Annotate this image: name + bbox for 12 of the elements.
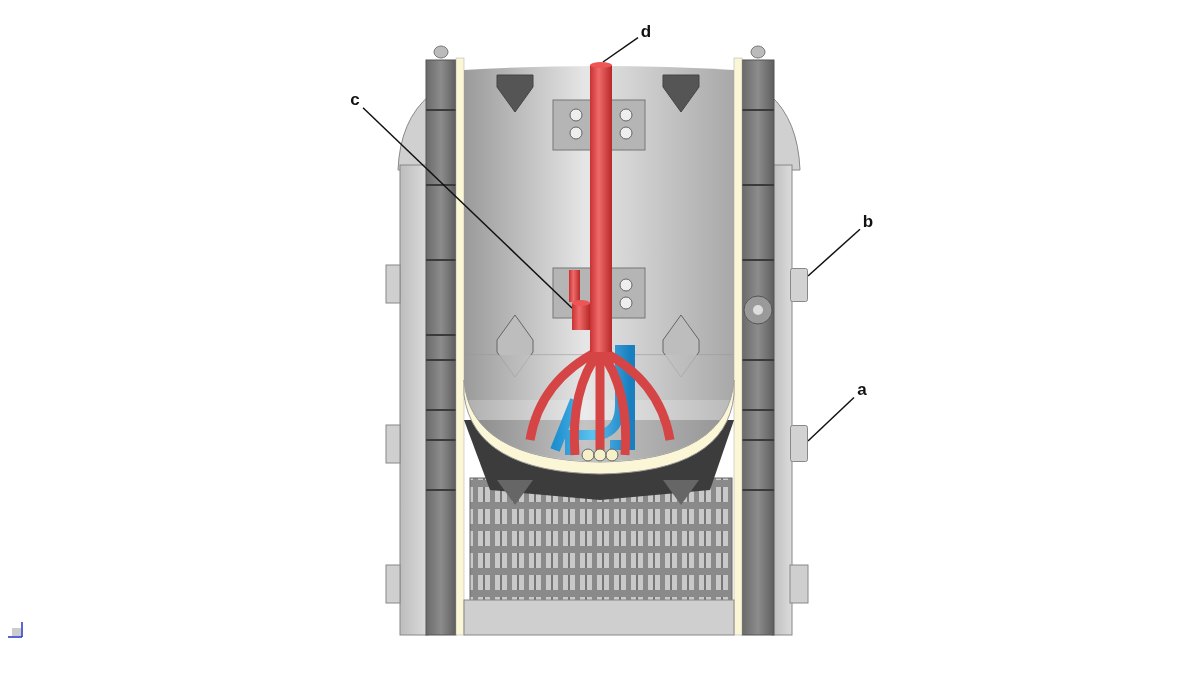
leader-line: [602, 36, 639, 63]
support-lug: [790, 425, 808, 462]
pipe: [590, 62, 612, 352]
part-label: c: [347, 90, 363, 110]
part-label: b: [860, 212, 876, 232]
leader-line: [807, 228, 861, 277]
leader-line: [362, 106, 573, 309]
pipe: [572, 300, 590, 330]
part-label: a: [854, 380, 870, 400]
leader-line: [807, 396, 855, 442]
part-label: d: [638, 22, 654, 42]
support-lug: [790, 268, 808, 302]
